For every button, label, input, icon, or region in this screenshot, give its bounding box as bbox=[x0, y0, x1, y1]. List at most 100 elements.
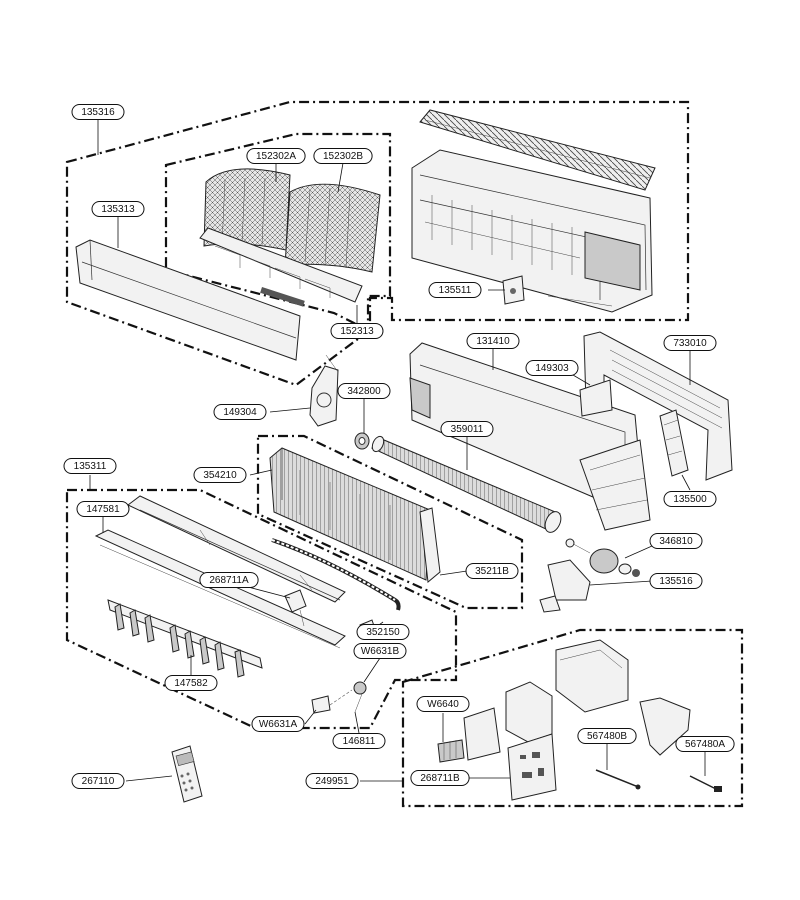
part-label-box bbox=[337, 383, 391, 399]
part-number-text: 267110 bbox=[82, 776, 115, 787]
part-label-268711a[interactable]: 268711A bbox=[199, 572, 259, 588]
part-number-text: 135500 bbox=[673, 494, 707, 505]
part-number-text: W6640 bbox=[427, 699, 459, 710]
part-label-733010[interactable]: 733010 bbox=[663, 335, 717, 351]
group-border-front-grille-assembly bbox=[65, 100, 690, 387]
part-label-149304[interactable]: 149304 bbox=[213, 404, 267, 420]
part-number-text: 733010 bbox=[673, 338, 707, 349]
part-label-267110[interactable]: 267110 bbox=[71, 773, 125, 789]
part-label-346810[interactable]: 346810 bbox=[649, 533, 703, 549]
part-label-567480a[interactable]: 567480A bbox=[675, 736, 735, 752]
part-number-text: 152302A bbox=[256, 151, 296, 162]
part-label-w6640[interactable]: W6640 bbox=[416, 696, 470, 712]
evaporator-coil bbox=[269, 447, 441, 583]
front-panel bbox=[75, 239, 301, 361]
leader-lines bbox=[89, 120, 706, 782]
part-label-249951[interactable]: 249951 bbox=[305, 773, 359, 789]
part-number-text: 359011 bbox=[451, 424, 484, 435]
part-label-box bbox=[356, 624, 410, 640]
part-label-147582[interactable]: 147582 bbox=[164, 675, 218, 691]
control-box-cover bbox=[555, 639, 629, 713]
part-number-labels: 135316 152302A 152302B 135313 152313 135511 13… bbox=[63, 104, 735, 789]
part-label-w6631b[interactable]: W6631B bbox=[353, 643, 407, 659]
discharge-frame bbox=[127, 495, 346, 603]
part-label-box bbox=[465, 563, 519, 579]
part-label-box bbox=[164, 675, 218, 691]
part-number-text: 567480B bbox=[587, 731, 627, 742]
group-border-filter bbox=[164, 132, 392, 332]
part-label-w6631a[interactable]: W6631A bbox=[251, 716, 305, 732]
room-thermistor bbox=[595, 769, 641, 790]
part-label-131410[interactable]: 131410 bbox=[466, 333, 520, 349]
part-label-box bbox=[649, 573, 703, 589]
part-label-box bbox=[71, 104, 125, 120]
part-label-box bbox=[440, 421, 494, 437]
part-number-text: 268711B bbox=[420, 773, 460, 784]
fan-motor bbox=[565, 538, 640, 577]
group-border-control-box bbox=[401, 628, 744, 808]
part-label-359011[interactable]: 359011 bbox=[440, 421, 494, 437]
part-label-box bbox=[246, 148, 306, 164]
display-cover bbox=[502, 275, 525, 305]
pipe-thermistor bbox=[689, 775, 722, 792]
wire-harness-lower bbox=[311, 681, 367, 714]
part-label-box bbox=[313, 148, 373, 164]
part-label-box bbox=[466, 333, 520, 349]
part-number-text: 249951 bbox=[315, 776, 349, 787]
part-number-text: 135516 bbox=[659, 576, 693, 587]
part-label-147581[interactable]: 147581 bbox=[76, 501, 130, 517]
main-pcb bbox=[507, 733, 557, 801]
part-label-35211b[interactable]: 35211B bbox=[465, 563, 519, 579]
part-number-text: 152302B bbox=[323, 151, 363, 162]
part-label-box bbox=[428, 282, 482, 298]
part-number-text: 149303 bbox=[535, 363, 569, 374]
part-label-box bbox=[330, 323, 384, 339]
part-label-135516[interactable]: 135516 bbox=[649, 573, 703, 589]
part-label-box bbox=[525, 360, 579, 376]
part-label-135316[interactable]: 135316 bbox=[71, 104, 125, 120]
part-label-268711b[interactable]: 268711B bbox=[410, 770, 470, 786]
part-label-567480b[interactable]: 567480B bbox=[577, 728, 637, 744]
part-number-text: 152313 bbox=[340, 326, 374, 337]
part-label-135511[interactable]: 135511 bbox=[428, 282, 482, 298]
part-label-box bbox=[71, 773, 125, 789]
air-filter-right bbox=[284, 183, 381, 273]
part-label-354210[interactable]: 354210 bbox=[193, 467, 247, 483]
part-label-box bbox=[213, 404, 267, 420]
part-label-135500[interactable]: 135500 bbox=[663, 491, 717, 507]
part-label-box bbox=[663, 335, 717, 351]
part-number-text: 135316 bbox=[81, 107, 115, 118]
part-label-box bbox=[410, 770, 470, 786]
part-label-box bbox=[63, 458, 117, 474]
part-label-342800[interactable]: 342800 bbox=[337, 383, 391, 399]
filter-frame bbox=[199, 227, 363, 307]
motor-holder bbox=[539, 559, 591, 613]
part-label-152302a[interactable]: 152302A bbox=[246, 148, 306, 164]
part-label-146811[interactable]: 146811 bbox=[332, 733, 386, 749]
part-label-box bbox=[675, 736, 735, 752]
part-label-149303[interactable]: 149303 bbox=[525, 360, 579, 376]
part-number-text: 346810 bbox=[659, 536, 693, 547]
bearing bbox=[354, 432, 370, 450]
part-label-box bbox=[416, 696, 470, 712]
pcb-support bbox=[639, 697, 691, 756]
part-label-352150[interactable]: 352150 bbox=[356, 624, 410, 640]
part-number-text: 147582 bbox=[174, 678, 208, 689]
part-label-152302b[interactable]: 152302B bbox=[313, 148, 373, 164]
part-label-box bbox=[332, 733, 386, 749]
part-label-box bbox=[76, 501, 130, 517]
part-number-text: 567480A bbox=[685, 739, 725, 750]
part-label-box bbox=[199, 572, 259, 588]
cabinet-body bbox=[411, 149, 653, 313]
part-label-135313[interactable]: 135313 bbox=[91, 201, 145, 217]
part-label-152313[interactable]: 152313 bbox=[330, 323, 384, 339]
part-label-135311[interactable]: 135311 bbox=[63, 458, 117, 474]
part-label-box bbox=[353, 643, 407, 659]
part-label-box bbox=[649, 533, 703, 549]
vertical-vanes bbox=[107, 599, 263, 678]
part-number-text: 352150 bbox=[366, 627, 400, 638]
part-label-box bbox=[663, 491, 717, 507]
cross-flow-fan bbox=[370, 435, 562, 533]
part-number-text: 135311 bbox=[74, 461, 107, 472]
part-number-text: 342800 bbox=[347, 386, 381, 397]
